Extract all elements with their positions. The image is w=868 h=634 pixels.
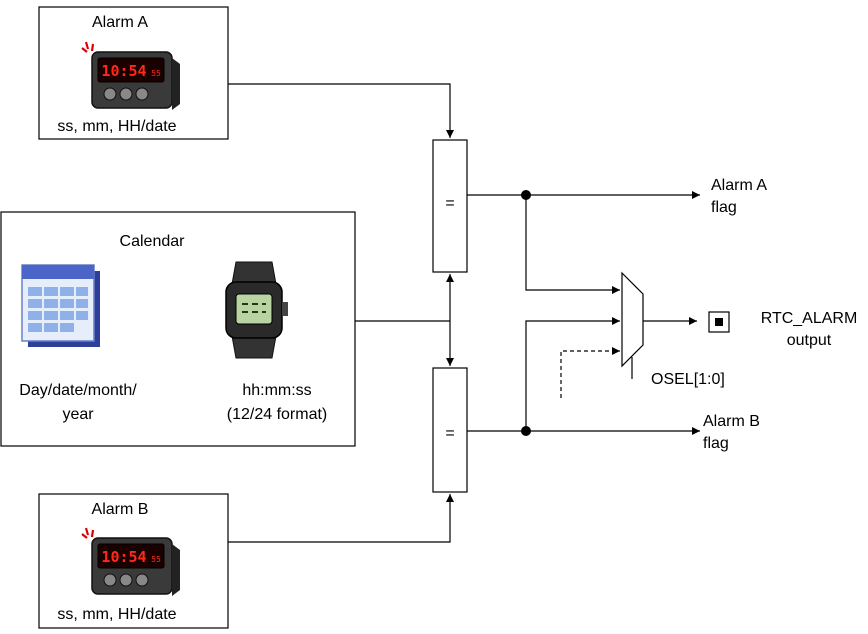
alarm-a-block: Alarm A 10:54 55 ss, mm, HH/date xyxy=(38,6,229,140)
alarm-b-to-mux-wire xyxy=(525,317,620,431)
alarm-a-display-seconds: 55 xyxy=(151,69,161,78)
alarm-a-to-comparator-wire xyxy=(228,83,454,138)
comparator-a-symbol: = xyxy=(445,195,454,212)
alarm-a-flag-label-line2: flag xyxy=(711,199,737,216)
dashed-mux-input-wire xyxy=(560,347,620,398)
connection-wires xyxy=(228,83,700,543)
alarm-b-display-seconds: 55 xyxy=(151,555,161,564)
osel-label: OSEL[1:0] xyxy=(651,371,725,388)
comparator-a: = xyxy=(432,139,468,273)
calendar-date-line1: Day/date/month/ xyxy=(19,382,137,399)
alarm-b-block: Alarm B 10:54 55 ss, mm, HH/date xyxy=(38,493,229,629)
alarm-b-to-comparator-wire xyxy=(228,494,454,543)
calendar-time-line1: hh:mm:ss xyxy=(242,382,311,399)
alarm-clock-icon: 10:54 55 xyxy=(81,41,180,110)
alarm-b-flag-label-line2: flag xyxy=(703,435,729,452)
wristwatch-icon xyxy=(225,261,288,359)
alarm-b-fields: ss, mm, HH/date xyxy=(57,606,176,623)
rtc-alarm-pin-center xyxy=(715,318,723,326)
alarm-a-fields: ss, mm, HH/date xyxy=(57,118,176,135)
comparator-b: = xyxy=(432,367,468,493)
calendar-time-line2: (12/24 format) xyxy=(227,406,327,423)
alarm-a-display-time: 10:54 xyxy=(101,62,146,80)
calendar-icon xyxy=(21,264,100,347)
alarm-b-title: Alarm B xyxy=(92,501,149,518)
alarm-a-title: Alarm A xyxy=(92,14,148,31)
output-multiplexer xyxy=(621,271,644,368)
calendar-title: Calendar xyxy=(120,233,186,250)
rtc-alarm-label-line1: RTC_ALARM xyxy=(761,310,858,327)
comparator-a-box xyxy=(432,139,468,273)
alarm-b-display-time: 10:54 xyxy=(101,548,146,566)
calendar-date-line2: year xyxy=(62,406,94,423)
alarm-b-flag-label-line1: Alarm B xyxy=(703,413,760,430)
alarm-a-to-mux-wire xyxy=(525,195,620,294)
comparator-b-symbol: = xyxy=(445,425,454,442)
calendar-block: Calendar Day/date/month/ year hh:mm:ss (… xyxy=(0,211,356,447)
comparator-b-box xyxy=(432,367,468,493)
alarm-clock-icon: 10:54 55 xyxy=(81,527,180,596)
rtc-alarm-label-line2: output xyxy=(787,332,832,349)
alarm-a-flag-label-line1: Alarm A xyxy=(711,177,767,194)
